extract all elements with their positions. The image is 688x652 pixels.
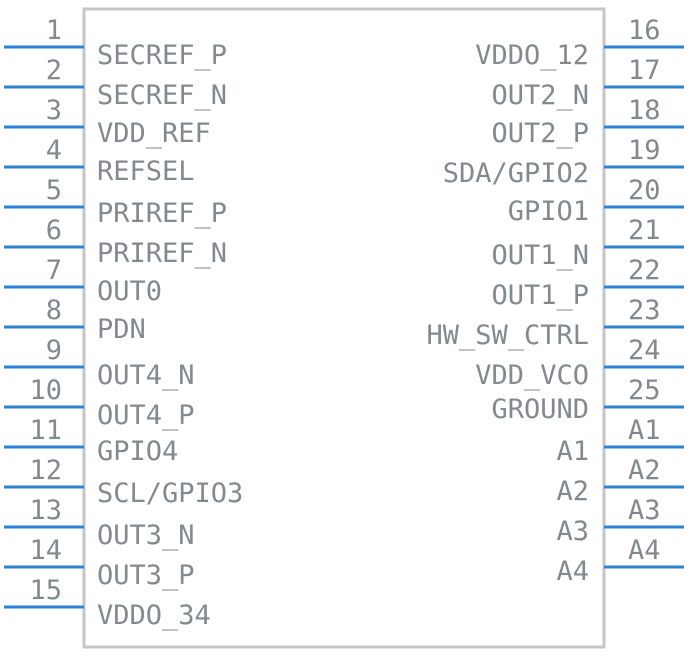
- pin-number: A1: [628, 415, 661, 446]
- pin-number: 21: [628, 215, 661, 246]
- pin-label: PRIREF_P: [97, 198, 227, 229]
- pin-label: HW_SW_CTRL: [426, 320, 589, 351]
- pin-number: A3: [628, 495, 661, 526]
- pin-number: A2: [628, 455, 661, 486]
- pin-label: A3: [556, 516, 589, 547]
- pin-label: OUT0: [97, 276, 162, 307]
- pin-number: 16: [628, 15, 661, 46]
- pin-label: A1: [556, 436, 589, 467]
- pin-label: OUT1_N: [491, 240, 589, 271]
- pin-label: VDDO_12: [475, 40, 589, 71]
- pin-number: 17: [628, 55, 661, 86]
- pin-label: SCL/GPIO3: [97, 478, 243, 509]
- pin-number: 9: [46, 335, 62, 366]
- pin-number: 12: [29, 455, 62, 486]
- pin-label: A4: [556, 556, 589, 587]
- pin-label: GPIO1: [508, 196, 589, 227]
- pin-number: 20: [628, 175, 661, 206]
- pin-number: 4: [46, 135, 62, 166]
- pin-number: 19: [628, 135, 661, 166]
- pin-label: GPIO4: [97, 436, 178, 467]
- pin-number: 13: [29, 495, 62, 526]
- pin-number: 8: [46, 295, 62, 326]
- ic-body-outline: [82, 7, 606, 649]
- pin-label: OUT4_P: [97, 400, 195, 431]
- pin-number: 22: [628, 255, 661, 286]
- pin-number: 25: [628, 375, 661, 406]
- pin-number: 24: [628, 335, 661, 366]
- pin-label: OUT2_N: [491, 80, 589, 111]
- pin-number: 15: [29, 575, 62, 606]
- pin-number: A4: [628, 535, 661, 566]
- pin-label: SDA/GPIO2: [443, 158, 589, 189]
- pin-label: VDD_REF: [97, 118, 211, 149]
- pin-label: OUT3_P: [97, 560, 195, 591]
- pin-number: 2: [46, 55, 62, 86]
- pin-label: REFSEL: [97, 156, 195, 187]
- pin-label: OUT1_P: [491, 280, 589, 311]
- pin-label: PRIREF_N: [97, 238, 227, 269]
- pin-number: 11: [29, 415, 62, 446]
- pin-number: 10: [29, 375, 62, 406]
- pin-number: 18: [628, 95, 661, 126]
- left-pin-group: 1SECREF_P2SECREF_N3VDD_REF4REFSEL5PRIREF…: [4, 15, 243, 631]
- pin-label: VDDO_34: [97, 600, 211, 631]
- pin-label: PDN: [97, 314, 146, 345]
- pin-label: OUT2_P: [491, 118, 589, 149]
- pin-label: GROUND: [491, 394, 589, 425]
- pin-number: 3: [46, 95, 62, 126]
- pin-label: SECREF_N: [97, 80, 227, 111]
- pin-number: 14: [29, 535, 62, 566]
- pin-number: 7: [46, 255, 62, 286]
- pin-number: 6: [46, 215, 62, 246]
- pin-label: OUT3_N: [97, 520, 195, 551]
- pin-number: 1: [46, 15, 62, 46]
- pin-label: VDD_VCO: [475, 360, 589, 391]
- pin-label: SECREF_P: [97, 40, 227, 71]
- pin-number: 5: [46, 175, 62, 206]
- pin-label: OUT4_N: [97, 360, 195, 391]
- pin-label: A2: [556, 476, 589, 507]
- pin-number: 23: [628, 295, 661, 326]
